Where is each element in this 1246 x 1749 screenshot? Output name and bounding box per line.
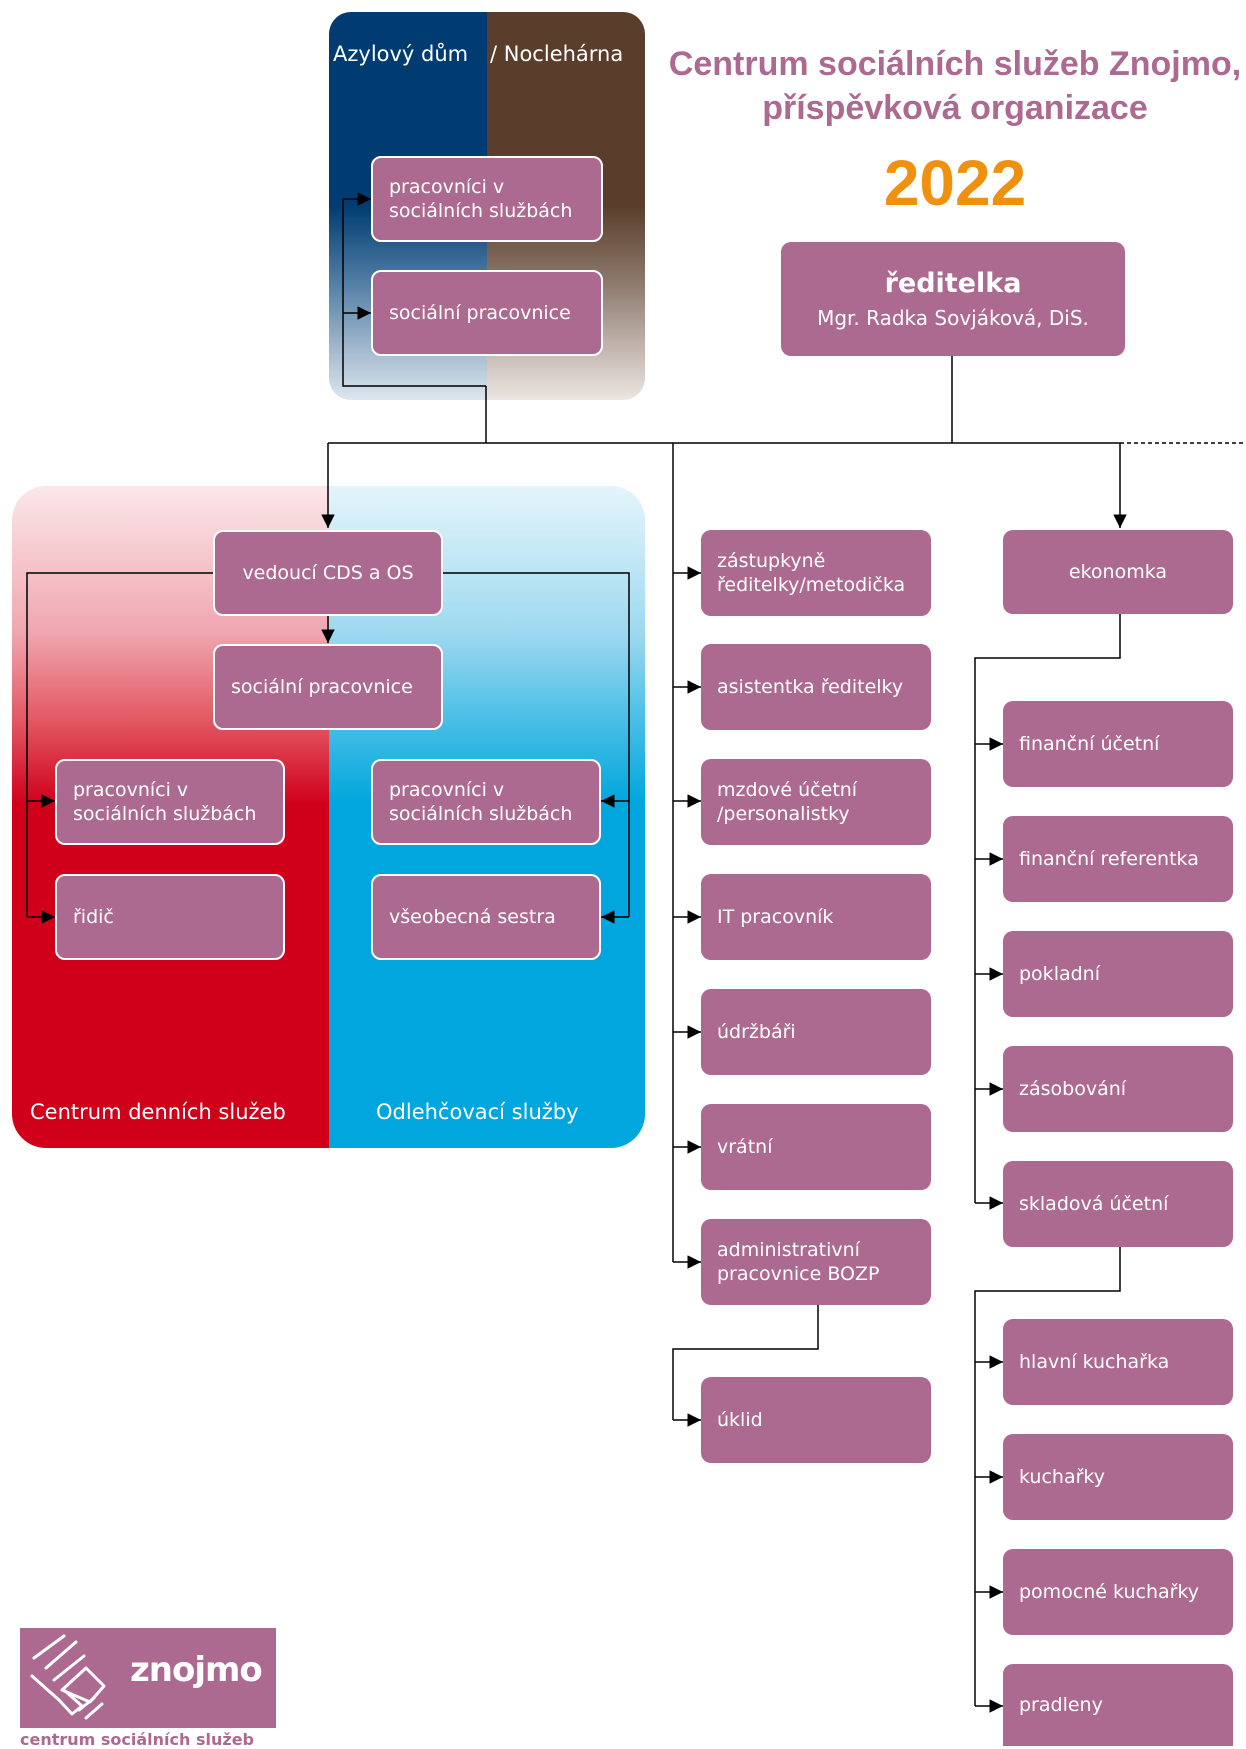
- cds-label: Centrum denních služeb: [30, 1100, 286, 1124]
- cds-os-social-worker: sociální pracovnice: [213, 644, 443, 730]
- finance-warehouse: skladová účetní: [1003, 1161, 1233, 1247]
- title-line-2: příspěvková organizace: [762, 89, 1148, 127]
- cds-staff-driver: řidič: [55, 874, 285, 960]
- admin-cleaning: úklid: [701, 1377, 931, 1463]
- noclehárna-label: / Noclehárna: [490, 42, 624, 66]
- admin-deputy: zástupkyně ředitelky/metodička: [701, 530, 931, 616]
- finance-cashier: pokladní: [1003, 931, 1233, 1017]
- cds-staff-pss: pracovníci v sociálních službách: [55, 759, 285, 845]
- kitchen-assistant-cooks: pomocné kuchařky: [1003, 1549, 1233, 1635]
- director-box: ředitelka Mgr. Radka Sovjáková, DiS.: [781, 242, 1125, 356]
- finance-supply: zásobování: [1003, 1046, 1233, 1132]
- page-title: Centrum sociálních služeb Znojmo, příspě…: [655, 42, 1246, 130]
- kitchen-head-cook: hlavní kuchařka: [1003, 1319, 1233, 1405]
- kitchen-cooks: kuchařky: [1003, 1434, 1233, 1520]
- admin-porters: vrátní: [701, 1104, 931, 1190]
- year-label: 2022: [883, 147, 1027, 219]
- finance-accountant: finanční účetní: [1003, 701, 1233, 787]
- admin-assistant: asistentka ředitelky: [701, 644, 931, 730]
- logo: znojmo: [20, 1628, 276, 1728]
- azyl-staff-social: sociální pracovnice: [371, 270, 603, 356]
- azylovy-dum-label: Azylový dům: [333, 42, 469, 66]
- logo-subtext: centrum sociálních služeb: [20, 1730, 254, 1749]
- os-staff-nurse: všeobecná sestra: [371, 874, 601, 960]
- logo-wordmark: znojmo: [130, 1650, 263, 1690]
- handshake-icon: [30, 1634, 106, 1720]
- director-name: Mgr. Radka Sovjáková, DiS.: [817, 306, 1089, 330]
- admin-it: IT pracovník: [701, 874, 931, 960]
- azyl-staff-pss: pracovníci v sociálních službách: [371, 156, 603, 242]
- os-staff-pss: pracovníci v sociálních službách: [371, 759, 601, 845]
- title-line-1: Centrum sociálních služeb Znojmo,: [668, 45, 1242, 83]
- admin-maintenance: údržbáři: [701, 989, 931, 1075]
- admin-bozp: administrativní pracovnice BOZP: [701, 1219, 931, 1305]
- os-label: Odlehčovací služby: [376, 1100, 579, 1124]
- admin-payroll: mzdové účetní /personalistky: [701, 759, 931, 845]
- cds-os-head: vedoucí CDS a OS: [213, 530, 443, 616]
- economy-head: ekonomka: [1003, 530, 1233, 614]
- finance-officer: finanční referentka: [1003, 816, 1233, 902]
- kitchen-laundry: pradleny: [1003, 1664, 1233, 1746]
- director-title: ředitelka: [884, 268, 1022, 299]
